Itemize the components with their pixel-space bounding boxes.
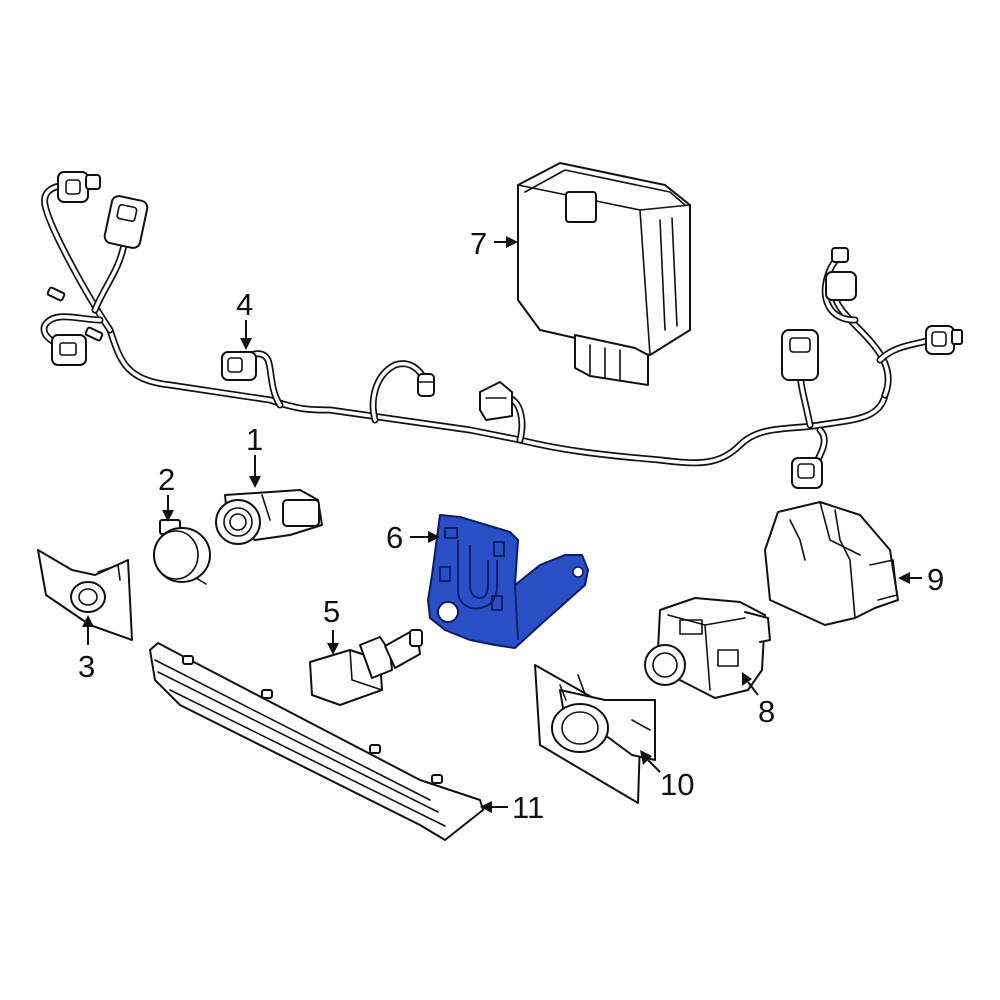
harness-connector-plug-small — [417, 373, 435, 397]
harness-connector-right-top — [825, 247, 857, 301]
callout-labels: 1 2 3 4 5 6 7 8 9 10 11 — [78, 226, 944, 825]
part-8-radar-sensor[interactable] — [644, 597, 771, 699]
part-10-sensor-bracket[interactable] — [534, 664, 656, 804]
part-11-bumper-molding[interactable] — [149, 642, 484, 841]
harness-connector-right-end — [925, 325, 963, 355]
callout-leaders — [82, 236, 922, 813]
harness-connector-left-top — [57, 171, 101, 203]
part-5-sensor[interactable] — [309, 629, 423, 706]
harness-connector-right-lower — [791, 457, 823, 489]
harness-connector-right-upper — [781, 329, 819, 381]
callout-4: 4 — [236, 287, 253, 322]
callout-10: 10 — [660, 767, 694, 802]
harness-connector-middle — [479, 381, 513, 421]
callout-5: 5 — [323, 594, 340, 629]
part-1-park-assist-sensor[interactable] — [215, 489, 323, 545]
callout-6: 6 — [386, 520, 403, 555]
part-3-sensor-bracket[interactable] — [37, 549, 133, 641]
callout-9: 9 — [927, 562, 944, 597]
callout-1: 1 — [246, 422, 263, 457]
harness-connector-4 — [221, 351, 257, 381]
part-9-sensor-cover[interactable] — [764, 501, 899, 626]
callout-7: 7 — [470, 226, 487, 261]
harness-connector-left-lower — [46, 286, 104, 366]
harness-connector-left-upper — [103, 195, 149, 249]
callout-2: 2 — [158, 462, 175, 497]
part-6-mounting-bracket[interactable] — [427, 514, 589, 649]
callout-11: 11 — [512, 790, 544, 825]
part-2-sensor-ring[interactable] — [153, 519, 211, 585]
part-7-control-module[interactable] — [517, 162, 691, 386]
callout-3: 3 — [78, 649, 95, 684]
callout-8: 8 — [758, 694, 775, 729]
